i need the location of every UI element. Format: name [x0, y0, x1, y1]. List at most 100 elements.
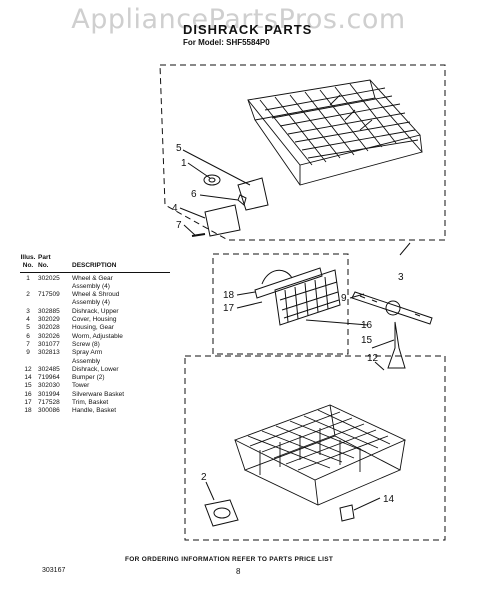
table-row: Assembly (4): [20, 299, 170, 307]
table-row: Assembly: [20, 358, 170, 366]
page-title: DISHRACK PARTS: [183, 22, 313, 37]
part-no-cell: 717528: [38, 399, 60, 407]
illus-no-cell: [20, 299, 36, 307]
part-no-cell: 302025: [38, 274, 60, 282]
header-description: DESCRIPTION: [72, 262, 117, 270]
illus-no-cell: 6: [26, 332, 30, 340]
part-no-cell: 300086: [38, 407, 60, 415]
description-cell: Spray Arm: [72, 349, 103, 357]
callout-16: 16: [361, 320, 373, 331]
parts-table-header: Illus. No. Part No. DESCRIPTION: [20, 254, 170, 273]
spray-arm: [351, 291, 433, 369]
table-row: 16 301994 Silverware Basket: [20, 391, 170, 399]
illus-no-cell: 4: [26, 316, 30, 324]
illus-no-cell: 14: [24, 374, 32, 382]
part-no-cell: 302030: [38, 382, 60, 390]
silverware-basket: [254, 267, 341, 326]
table-row: 1 302025 Wheel & Gear: [20, 275, 170, 283]
illus-no-cell: 12: [24, 365, 32, 373]
basket-boundary: [212, 253, 349, 355]
description-cell: Bumper (2): [72, 374, 105, 382]
description-cell: Tower: [72, 382, 90, 390]
description-cell: Wheel & Gear: [72, 274, 113, 282]
table-row: 3 302885 Dishrack, Upper: [20, 308, 170, 316]
callout-12: 12: [367, 353, 379, 364]
document-number: 303167: [42, 567, 66, 574]
table-row: 12 302485 Dishrack, Lower: [20, 366, 170, 374]
header-illus-no: Illus. No.: [20, 254, 36, 270]
callout-17: 17: [223, 303, 235, 314]
callout-1: 1: [181, 158, 187, 169]
callout-14: 14: [383, 494, 395, 505]
table-row: 9 302813 Spray Arm: [20, 349, 170, 357]
description-cell: Dishrack, Lower: [72, 365, 119, 373]
table-row: 5 302028 Housing, Gear: [20, 324, 170, 332]
table-row: 14 719964 Bumper (2): [20, 374, 170, 382]
illus-no-cell: 3: [26, 307, 30, 315]
part-no-cell: 302029: [38, 316, 60, 324]
illus-no-cell: 18: [24, 407, 32, 415]
part-no-cell: 302485: [38, 365, 60, 373]
illus-no-cell: [20, 283, 36, 291]
description-cell: Silverware Basket: [72, 390, 125, 398]
callout-5: 5: [176, 143, 182, 154]
table-row: 17 717528 Trim, Basket: [20, 399, 170, 407]
description-cell: Screw (8): [72, 340, 100, 348]
part-no-cell: 301994: [38, 390, 60, 398]
ordering-note: FOR ORDERING INFORMATION REFER TO PARTS …: [125, 556, 334, 563]
illus-no-cell: 2: [26, 291, 30, 299]
description-cell: Cover, Housing: [72, 316, 117, 324]
lower-dishrack: [233, 404, 407, 506]
callout-2: 2: [201, 472, 207, 483]
illus-no-cell: 16: [24, 390, 32, 398]
illus-no-cell: 5: [26, 324, 30, 332]
model-subtitle: For Model: SHF5584P0: [183, 38, 270, 47]
part-no-cell: 302813: [38, 349, 60, 357]
part-no-cell: 717509: [38, 291, 60, 299]
part-no-cell: [36, 299, 72, 307]
wheel-shroud-assembly: [204, 499, 239, 527]
illus-no-cell: 15: [24, 382, 32, 390]
callout-18: 18: [223, 290, 235, 301]
page-number: 8: [236, 567, 241, 576]
callout-3: 3: [398, 272, 404, 283]
wheel-gear-assembly: [191, 174, 269, 237]
bumper: [339, 504, 355, 522]
upper-rack-boundary: [159, 64, 446, 241]
description-cell: Worm, Adjustable: [72, 332, 123, 340]
watermark: AppliancePartsPros.com: [71, 4, 406, 35]
illus-no-cell: 9: [26, 349, 30, 357]
callout-6: 6: [191, 189, 197, 200]
header-part-no: Part No.: [38, 254, 51, 270]
description-cell: Assembly: [72, 357, 101, 365]
upper-dishrack: [247, 79, 423, 186]
description-cell: Assembly (4): [72, 299, 110, 307]
table-row: 6 302026 Worm, Adjustable: [20, 333, 170, 341]
table-row: Assembly (4): [20, 283, 170, 291]
callout-4: 4: [172, 203, 178, 214]
part-no-cell: 302026: [38, 332, 60, 340]
part-no-cell: 302885: [38, 307, 60, 315]
part-no-cell: 302028: [38, 324, 60, 332]
description-cell: Assembly (4): [72, 282, 110, 290]
table-row: 4 302029 Cover, Housing: [20, 316, 170, 324]
callout-7: 7: [176, 220, 182, 231]
lower-rack-boundary: [184, 355, 446, 541]
illus-no-cell: 7: [26, 340, 30, 348]
illus-no-cell: [20, 358, 36, 366]
callout-9: 9: [341, 293, 347, 304]
part-no-cell: [36, 358, 72, 366]
description-cell: Trim, Basket: [72, 399, 109, 407]
description-cell: Housing, Gear: [72, 324, 114, 332]
part-no-cell: [36, 283, 72, 291]
illus-no-cell: 1: [26, 274, 30, 282]
part-no-cell: 301077: [38, 340, 60, 348]
part-no-cell: 719964: [38, 374, 60, 382]
illus-no-cell: 17: [24, 399, 32, 407]
callout-15: 15: [361, 335, 373, 346]
description-cell: Dishrack, Upper: [72, 307, 119, 315]
